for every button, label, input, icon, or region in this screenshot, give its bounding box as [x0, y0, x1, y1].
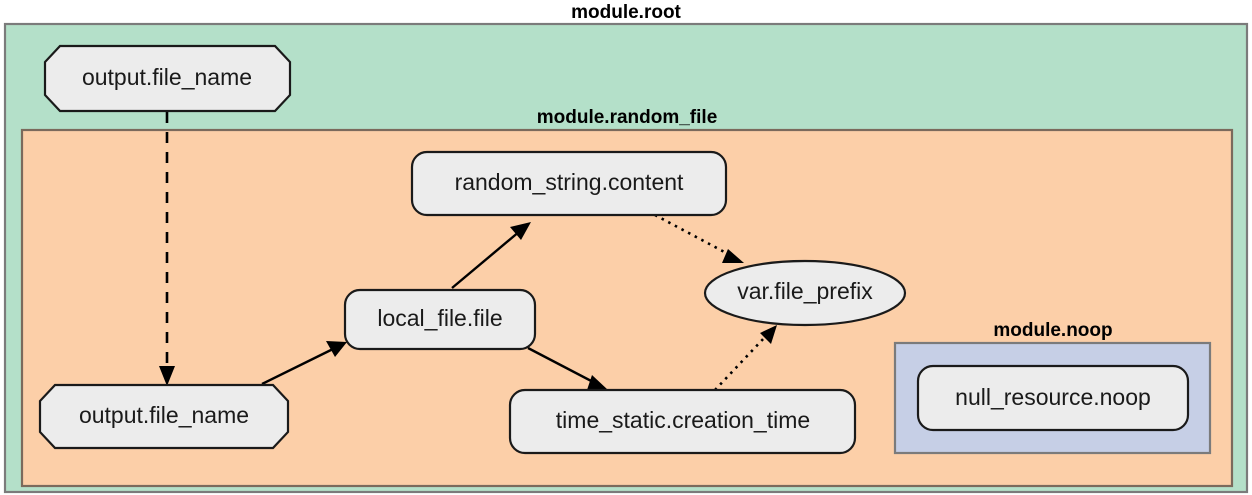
arrowhead-icon [326, 341, 347, 357]
arrowhead-icon [587, 375, 608, 390]
node-label-random-string-content: random_string.content [455, 169, 684, 195]
node-root-output-file-name[interactable]: output.file_name [43, 44, 292, 113]
node-local-file-file[interactable]: local_file.file [343, 288, 537, 351]
arrowhead-icon [722, 249, 744, 263]
node-label-local-file-file: local_file.file [377, 305, 502, 331]
edge-local-file-to-time-static [527, 346, 608, 390]
node-label-time-static-creation-time: time_static.creation_time [556, 407, 810, 433]
edge-root-output-to-module-output [159, 112, 175, 386]
node-random-string-content[interactable]: random_string.content [410, 150, 728, 217]
cluster-label-module-noop: module.noop [993, 320, 1112, 341]
node-label-var-file-prefix: var.file_prefix [737, 278, 873, 304]
edge-local-file-to-random-string [451, 222, 531, 289]
arrowhead-icon [159, 366, 175, 386]
edge-module-output-to-local-file [261, 341, 347, 386]
cluster-label-module-root: module.root [571, 2, 681, 23]
arrowhead-icon [510, 222, 531, 240]
node-label-module-output-file-name: output.file_name [79, 402, 249, 428]
node-label-root-output-file-name: output.file_name [82, 64, 252, 90]
node-time-static-creation-time[interactable]: time_static.creation_time [508, 388, 857, 455]
cluster-label-module-random-file: module.random_file [537, 107, 718, 128]
node-label-null-resource-noop: null_resource.noop [955, 384, 1151, 410]
edge-time-static-to-var-file-prefix [714, 325, 777, 391]
edge-random-string-to-var-file-prefix [654, 213, 744, 263]
node-module-output-file-name[interactable]: output.file_name [38, 383, 290, 450]
node-null-resource-noop[interactable]: null_resource.noop [916, 364, 1190, 432]
arrowhead-icon [760, 325, 777, 344]
node-var-file-prefix[interactable]: var.file_prefix [703, 259, 907, 327]
